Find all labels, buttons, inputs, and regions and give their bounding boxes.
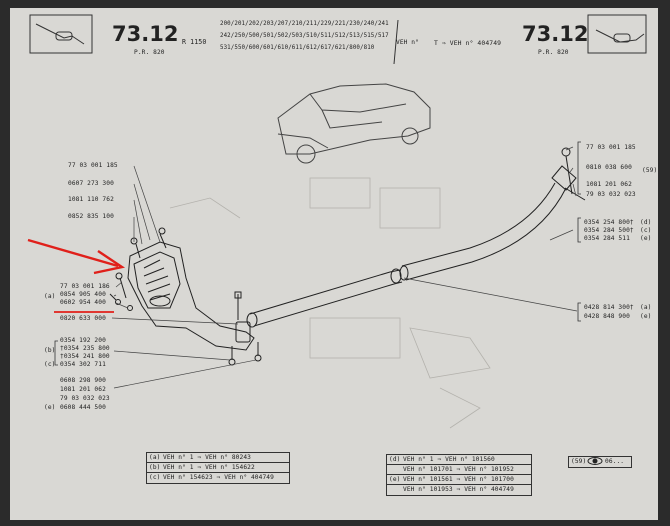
- part-label: 0608 298 900: [60, 377, 106, 384]
- table-cell: VEH n° 101561 ⇒ VEH n° 101700: [403, 476, 514, 483]
- thumbnail-frame-left: [29, 14, 93, 54]
- exhaust-thumbnail-left: [35, 23, 85, 45]
- part-label: 79 03 032 023: [586, 191, 636, 198]
- exhaust-drawing: [27, 14, 647, 465]
- part-label: 0820 633 000: [60, 315, 106, 322]
- model-codes-line-3: 531/550/600/601/610/611/612/617/621/800/…: [220, 45, 375, 51]
- variant-marker: (59): [642, 167, 658, 174]
- part-label: 0854 905 400: [60, 291, 106, 298]
- variant-marker: (d): [640, 219, 652, 226]
- part-label: 77 03 001 185: [586, 144, 636, 151]
- part-label: 0354 302 711: [60, 361, 106, 368]
- part-label: 79 03 032 023: [60, 395, 110, 402]
- variant-marker: (a): [640, 304, 652, 311]
- part-label: †0354 235 800: [60, 345, 110, 352]
- table-cell: VEH n° 1 ⇒ VEH n° 101560: [403, 456, 495, 463]
- table-tag: (e): [389, 476, 401, 483]
- part-label: 0810 038 600: [586, 164, 632, 171]
- part-label: 0607 273 300: [68, 180, 114, 187]
- exhaust-pipe: [246, 147, 586, 328]
- catalog-page: 73.12 P.R. 820 R 1150 200/201/202/203/20…: [10, 8, 658, 520]
- part-label: 0354 254 800†: [584, 219, 634, 226]
- page-number-left: 73.12: [112, 22, 179, 46]
- table-cell: VEH n° 101701 ⇒ VEH n° 101952: [403, 466, 514, 473]
- variant-marker: (e): [640, 313, 652, 320]
- table-tag: (d): [389, 456, 401, 463]
- part-label: 0354 192 200: [60, 337, 106, 344]
- part-label: 77 03 001 185: [68, 162, 118, 169]
- vehicle-range-table-left: (a)VEH n° 1 ⇒ VEH n° 80243 (b)VEH n° 1 ⇒…: [146, 452, 290, 484]
- footer-reference: (59) 06...: [568, 456, 632, 468]
- part-label: 0428 848 900: [584, 313, 630, 320]
- exhaust-thumbnail-right: [595, 29, 645, 43]
- variant-marker: (e): [640, 235, 652, 242]
- eye-icon: [587, 457, 603, 465]
- table-tag: (a): [149, 454, 161, 461]
- model-codes-line-1: 200/201/202/203/207/210/211/229/221/230/…: [220, 21, 389, 27]
- variant-marker: (c): [640, 227, 652, 234]
- variant-marker: (b): [44, 347, 56, 354]
- table-tag: (b): [149, 464, 161, 471]
- red-arrow-annotation: [27, 238, 126, 313]
- veh-range: T ⇒ VEH n° 404749: [434, 39, 502, 47]
- vehicle-range-table-right: (d)VEH n° 1 ⇒ VEH n° 101560 VEH n° 10170…: [386, 454, 532, 496]
- footer-ref-number: (59): [571, 458, 587, 465]
- part-label: 1081 110 762: [68, 196, 114, 203]
- table-cell: VEH n° 154623 ⇒ VEH n° 404749: [163, 474, 274, 481]
- ref-right: P.R. 820: [538, 49, 569, 56]
- model-codes-line-2: 242/250/500/501/502/503/510/511/512/513/…: [220, 33, 389, 39]
- thumbnail-frame-right: [587, 14, 647, 54]
- part-label: 0354 284 500†: [584, 227, 634, 234]
- footer-icon-text: 06...: [605, 458, 625, 465]
- variant-marker: (c): [44, 361, 56, 368]
- table-cell: VEH n° 1 ⇒ VEH n° 80243: [163, 454, 251, 461]
- table-cell: VEH n° 101953 ⇒ VEH n° 404749: [403, 486, 514, 493]
- variant-marker: (a): [44, 293, 56, 300]
- veh-label: VEH n°: [396, 39, 419, 46]
- model-label: R 1150: [182, 38, 207, 46]
- page-number-right: 73.12: [522, 22, 589, 46]
- part-label: 0852 835 100: [68, 213, 114, 220]
- variant-marker: (e): [44, 404, 56, 411]
- leader-lines-left: [111, 165, 257, 389]
- part-label: 0428 814 300†: [584, 304, 634, 311]
- part-label: 1081 201 062: [586, 181, 632, 188]
- leader-lines-right: [403, 146, 578, 312]
- ref-left: P.R. 820: [134, 49, 165, 56]
- part-label: 0354 284 511: [584, 235, 630, 242]
- part-label: †0354 241 800: [60, 353, 110, 360]
- part-label: 0608 444 500: [60, 404, 106, 411]
- table-tag: (c): [149, 474, 161, 481]
- part-label: 77 03 001 186: [60, 283, 110, 290]
- car-illustration: [277, 83, 431, 164]
- clamp-assembly: [228, 291, 262, 366]
- table-cell: VEH n° 1 ⇒ VEH n° 154622: [163, 464, 255, 471]
- exhaust-manifold: [127, 227, 255, 351]
- part-label: 1081 201 062: [60, 386, 106, 393]
- part-label-highlighted: 0602 954 400: [60, 299, 106, 306]
